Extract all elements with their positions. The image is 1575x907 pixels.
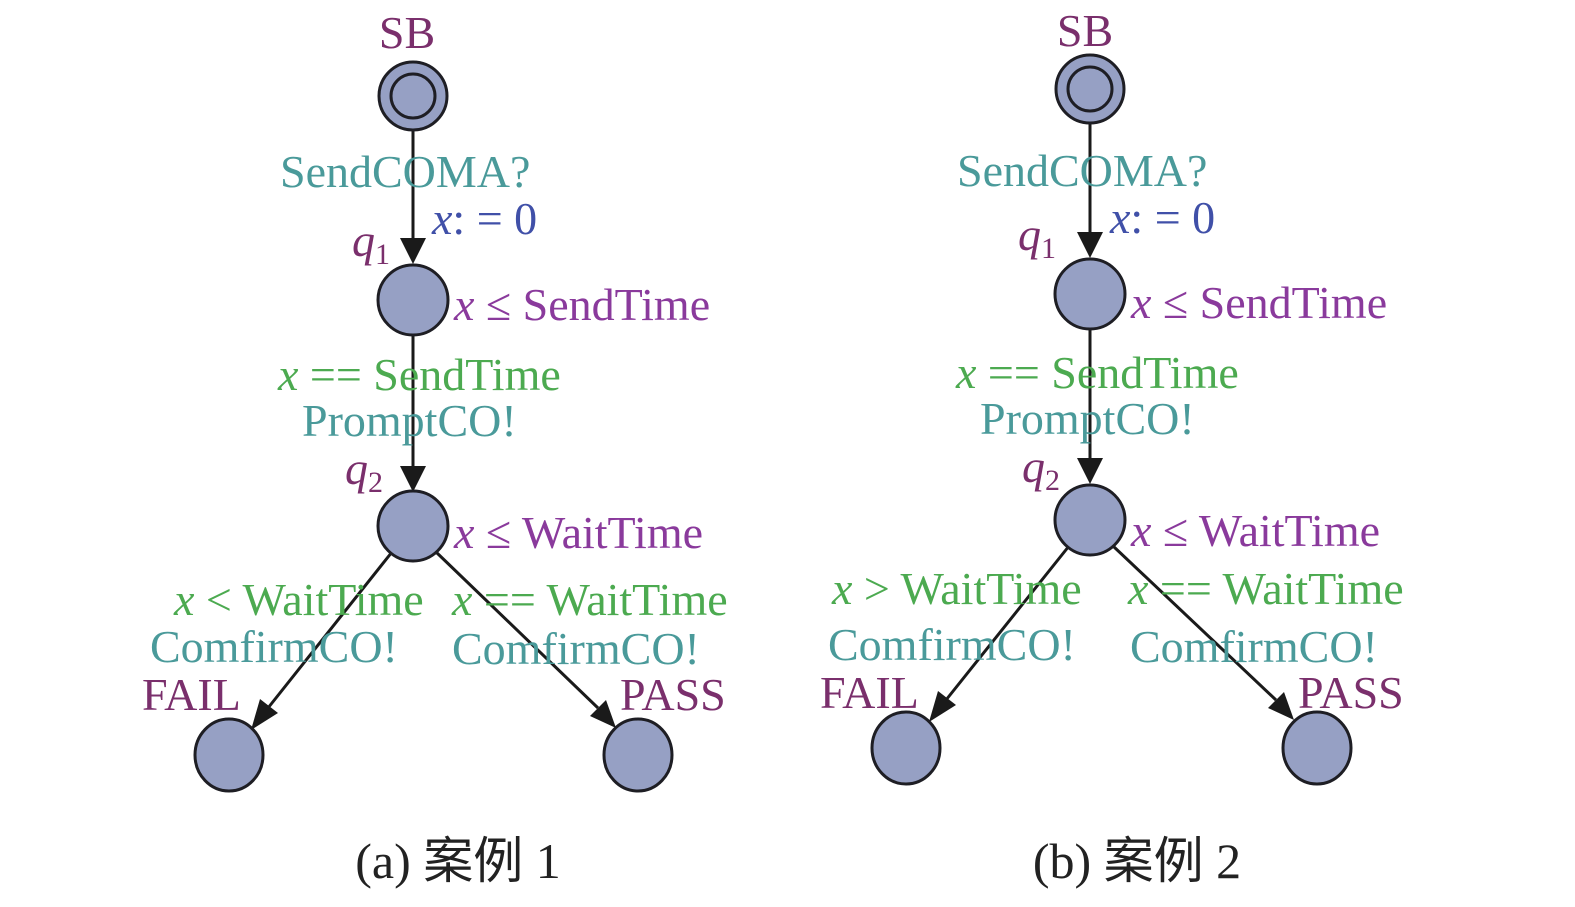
location-pass: [1281, 710, 1353, 786]
sync-label-sendcoma: SendCOMA?: [280, 146, 530, 197]
sync-label-comfirmco-pass: ComfirmCO!: [1130, 621, 1378, 672]
location-name-fail: FAIL: [142, 669, 241, 720]
location-q1: [1053, 257, 1127, 331]
location-q2: [376, 489, 450, 563]
assignment-label: x: = 0: [431, 193, 537, 244]
edge-q2-fail: [944, 545, 1071, 701]
location-q1: [376, 263, 450, 337]
guard-q1-q2: x == SendTime: [277, 349, 561, 400]
edge-q2-pass: [1111, 544, 1278, 702]
location-name-q1: q1: [352, 215, 390, 271]
guard-q2-fail: x < WaitTime: [173, 574, 424, 625]
arrowhead-icon: [400, 466, 426, 492]
location-name-q2: q2: [345, 443, 383, 499]
sync-label-comfirmco-pass: ComfirmCO!: [452, 623, 700, 674]
guard-q1-q2: x == SendTime: [955, 347, 1239, 398]
location-name-sb: SB: [1057, 5, 1113, 56]
arrowhead-icon: [1077, 232, 1103, 258]
location-name-q1: q1: [1018, 209, 1056, 265]
location-fail: [193, 717, 265, 793]
guard-q2-pass: x == WaitTime: [451, 574, 728, 625]
initial-marker-ring: [389, 72, 437, 120]
location-fail: [870, 710, 942, 786]
invariant-q2: x ≤ WaitTime: [1130, 505, 1380, 556]
sync-label-promptco: PromptCO!: [980, 393, 1195, 444]
sync-label-sendcoma: SendCOMA?: [957, 145, 1207, 196]
arrowhead-icon: [400, 238, 426, 264]
location-pass: [602, 717, 674, 793]
invariant-q1: x ≤ SendTime: [1130, 277, 1387, 328]
arrowhead-icon: [251, 699, 278, 730]
guard-q2-pass: x == WaitTime: [1127, 563, 1404, 614]
guard-q2-fail: x > WaitTime: [831, 563, 1082, 614]
location-name-sb: SB: [379, 7, 435, 58]
assignment-label: x: = 0: [1109, 192, 1215, 243]
location-name-q2: q2: [1022, 441, 1060, 497]
edge-q2-pass: [434, 550, 600, 710]
arrowhead-icon: [929, 691, 956, 722]
invariant-q2: x ≤ WaitTime: [453, 507, 703, 558]
location-q2: [1053, 483, 1127, 557]
invariant-q1: x ≤ SendTime: [453, 279, 710, 330]
initial-marker-ring: [1066, 65, 1114, 113]
sync-label-promptco: PromptCO!: [302, 395, 517, 446]
arrowhead-icon: [1077, 458, 1103, 484]
caption-a: (a) 案例 1: [355, 833, 561, 889]
location-name-pass: PASS: [1298, 667, 1404, 718]
arrowhead-icon: [590, 700, 616, 728]
location-name-fail: FAIL: [820, 667, 919, 718]
panel-b: SB SendCOMA? x: = 0 q1 x ≤ SendTime x ==…: [820, 5, 1404, 889]
sync-label-comfirmco-fail: ComfirmCO!: [828, 619, 1076, 670]
edge-q2-fail: [266, 551, 394, 709]
location-name-pass: PASS: [620, 669, 726, 720]
sync-label-comfirmco-fail: ComfirmCO!: [150, 621, 398, 672]
panel-a: SB SendCOMA? x: = 0 q1 x ≤ SendTime x ==…: [142, 7, 728, 889]
caption-b: (b) 案例 2: [1033, 833, 1241, 889]
arrowhead-icon: [1268, 692, 1294, 720]
